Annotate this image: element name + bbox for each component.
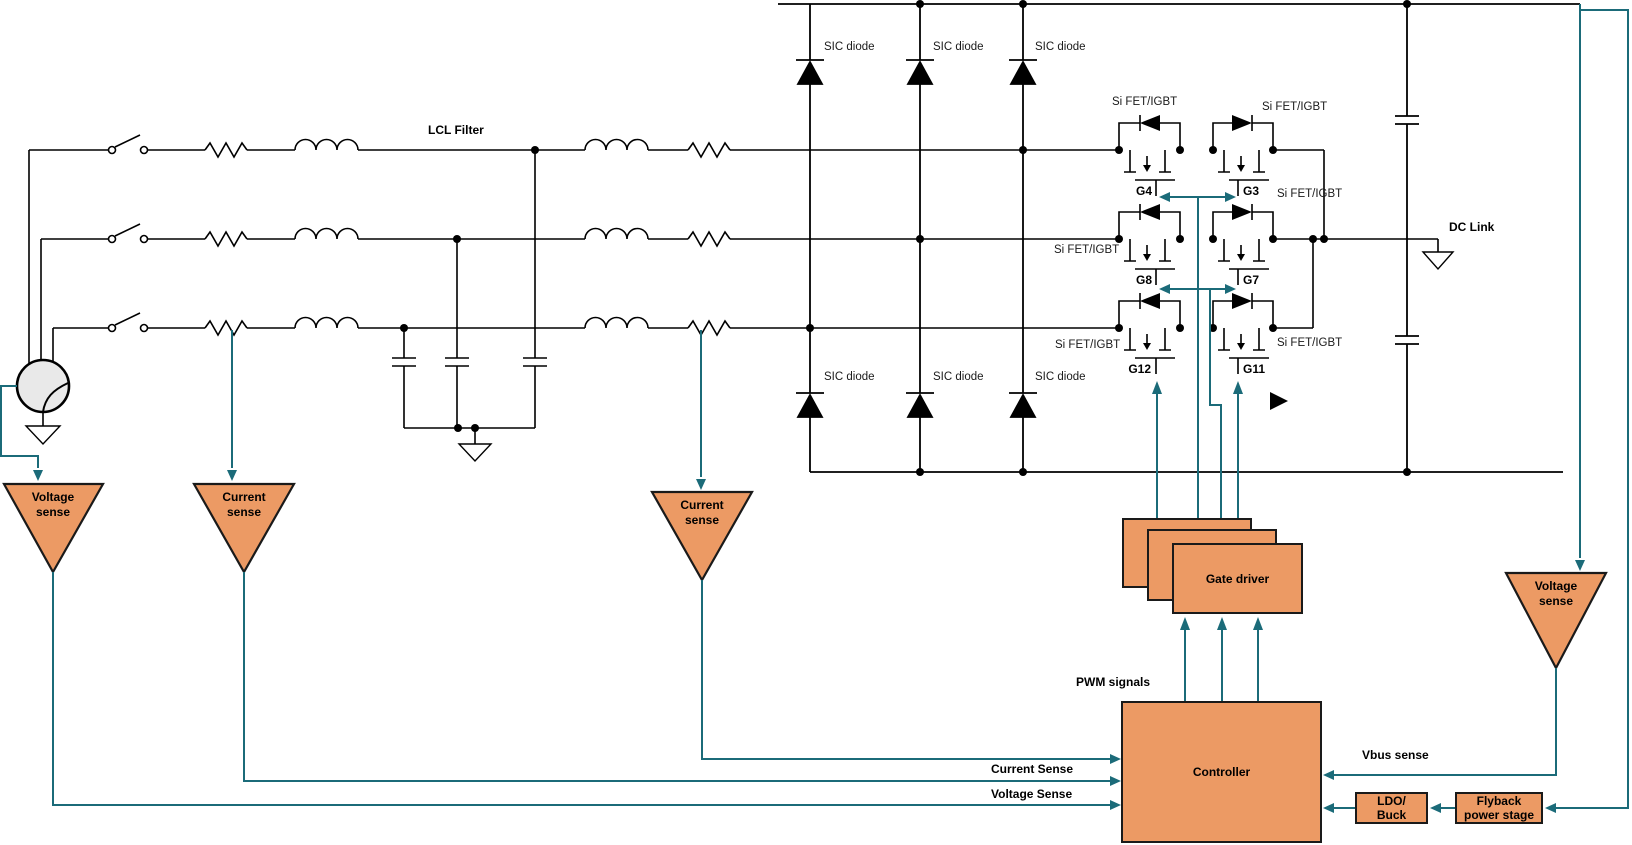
controller-label: Controller (1192, 765, 1251, 779)
gate-label-g8: G8 (1135, 273, 1152, 287)
gate-driver-box: Gate driver (1172, 543, 1303, 614)
si-fet-label: Si FET/IGBT (1054, 244, 1120, 256)
phase-lines (29, 134, 1439, 337)
ldo-buck-line1: LDO/ (1377, 794, 1406, 808)
pointer-triangle-icon (1270, 392, 1288, 410)
dc-link-label: DC Link (1449, 220, 1495, 234)
source-ground-icon (24, 425, 62, 446)
junction-dots (400, 0, 1411, 476)
controller-box: Controller (1121, 701, 1322, 843)
sic-diode-label: SIC diode (824, 371, 875, 383)
gate-label-g11: G11 (1243, 362, 1266, 376)
sense-triangles (2, 482, 1608, 671)
sic-diode-icon (796, 393, 824, 418)
diode-bridge (778, 3, 1580, 473)
ac-source-symbol (15, 150, 71, 446)
lcl-capacitor-bank (392, 150, 547, 463)
lcl-filter-label: LCL Filter (428, 123, 484, 137)
sic-diode-label: SIC diode (1035, 41, 1086, 53)
filter-ground-icon (457, 443, 493, 463)
sic-diode-icon (906, 393, 934, 418)
current-sense-middle-label: Current sense (680, 498, 724, 527)
sic-diode-icon (1009, 60, 1037, 85)
current-sense-left-label: Current sense (222, 490, 266, 519)
signal-arrowheads (33, 192, 1585, 813)
gate-label-g3: G3 (1243, 184, 1260, 198)
voltage-sense-signal-label: Voltage Sense (991, 787, 1073, 801)
sic-diode-icon (796, 60, 824, 85)
flyback-line2: power stage (1463, 808, 1535, 822)
si-fet-label: Si FET/IGBT (1055, 339, 1121, 351)
ldo-buck-box: LDO/ Buck (1355, 792, 1428, 824)
si-fet-label: Si FET/IGBT (1262, 101, 1328, 113)
ldo-buck-line2: Buck (1376, 808, 1407, 822)
sic-diode-icon (1009, 393, 1037, 418)
voltage-sense-left-block (2, 482, 105, 575)
voltage-sense-left-label: Voltage sense (31, 490, 75, 519)
signal-wires (0, 4, 1629, 809)
dc-link (1395, 4, 1455, 472)
voltage-sense-right-block (1504, 571, 1608, 671)
gate-label-g4: G4 (1135, 184, 1152, 198)
vbus-sense-label: Vbus sense (1362, 748, 1429, 762)
current-sense-middle-block (650, 490, 754, 583)
sic-diode-label: SIC diode (933, 371, 984, 383)
flyback-box: Flyback power stage (1455, 792, 1543, 824)
sic-diode-icon (906, 60, 934, 85)
sic-diode-label: SIC diode (824, 41, 875, 53)
dc-link-ground-icon (1421, 251, 1455, 271)
gate-label-g12: G12 (1128, 362, 1151, 376)
voltage-sense-right-label: Voltage sense (1534, 579, 1578, 608)
current-sense-signal-label: Current Sense (991, 762, 1074, 776)
current-sense-left-block (192, 482, 296, 575)
flyback-line1: Flyback (1476, 794, 1522, 808)
si-fet-label: Si FET/IGBT (1277, 188, 1343, 200)
gate-label-g7: G7 (1243, 273, 1260, 287)
si-fet-label: Si FET/IGBT (1112, 96, 1178, 108)
pwm-signals-label: PWM signals (1076, 675, 1151, 689)
sic-diode-label: SIC diode (1035, 371, 1086, 383)
gate-driver-label: Gate driver (1205, 571, 1270, 586)
sic-diode-label: SIC diode (933, 41, 984, 53)
si-fet-label: Si FET/IGBT (1277, 337, 1343, 349)
